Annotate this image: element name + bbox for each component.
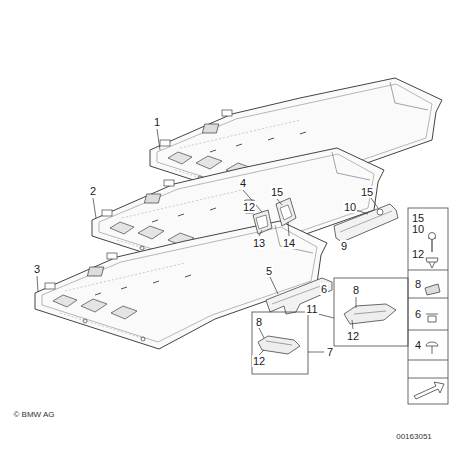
- callout-number: 13: [252, 237, 266, 249]
- callout-number: 12: [242, 201, 256, 213]
- callout-number: 12: [346, 330, 360, 342]
- callout-number: 14: [282, 237, 296, 249]
- callout-number: 4: [239, 177, 247, 189]
- callout-number: 6: [320, 283, 328, 295]
- callout-number: 11: [305, 303, 318, 315]
- callout-number: 2: [89, 185, 97, 197]
- callout-number: 8: [352, 284, 360, 296]
- callout-number: 1: [153, 116, 161, 128]
- callout-number: 9: [340, 240, 348, 252]
- callout-number: 15: [360, 186, 374, 198]
- callout-number: 10: [411, 223, 425, 235]
- callout-number: 4: [414, 339, 422, 351]
- callout-number: 6: [414, 308, 422, 320]
- footer-note: 00163051: [395, 432, 433, 441]
- callout-number: 8: [255, 316, 263, 328]
- callout-number: 3: [33, 263, 41, 275]
- footer-note: © BMW AG: [12, 410, 55, 419]
- callout-number: 10: [343, 201, 357, 213]
- callout-number: 12: [252, 355, 266, 367]
- callout-number: 8: [414, 278, 422, 290]
- callout-number: 12: [411, 248, 425, 260]
- callout-number: 5: [265, 265, 273, 277]
- callout-number: 7: [326, 346, 334, 358]
- callout-number: 15: [270, 186, 284, 198]
